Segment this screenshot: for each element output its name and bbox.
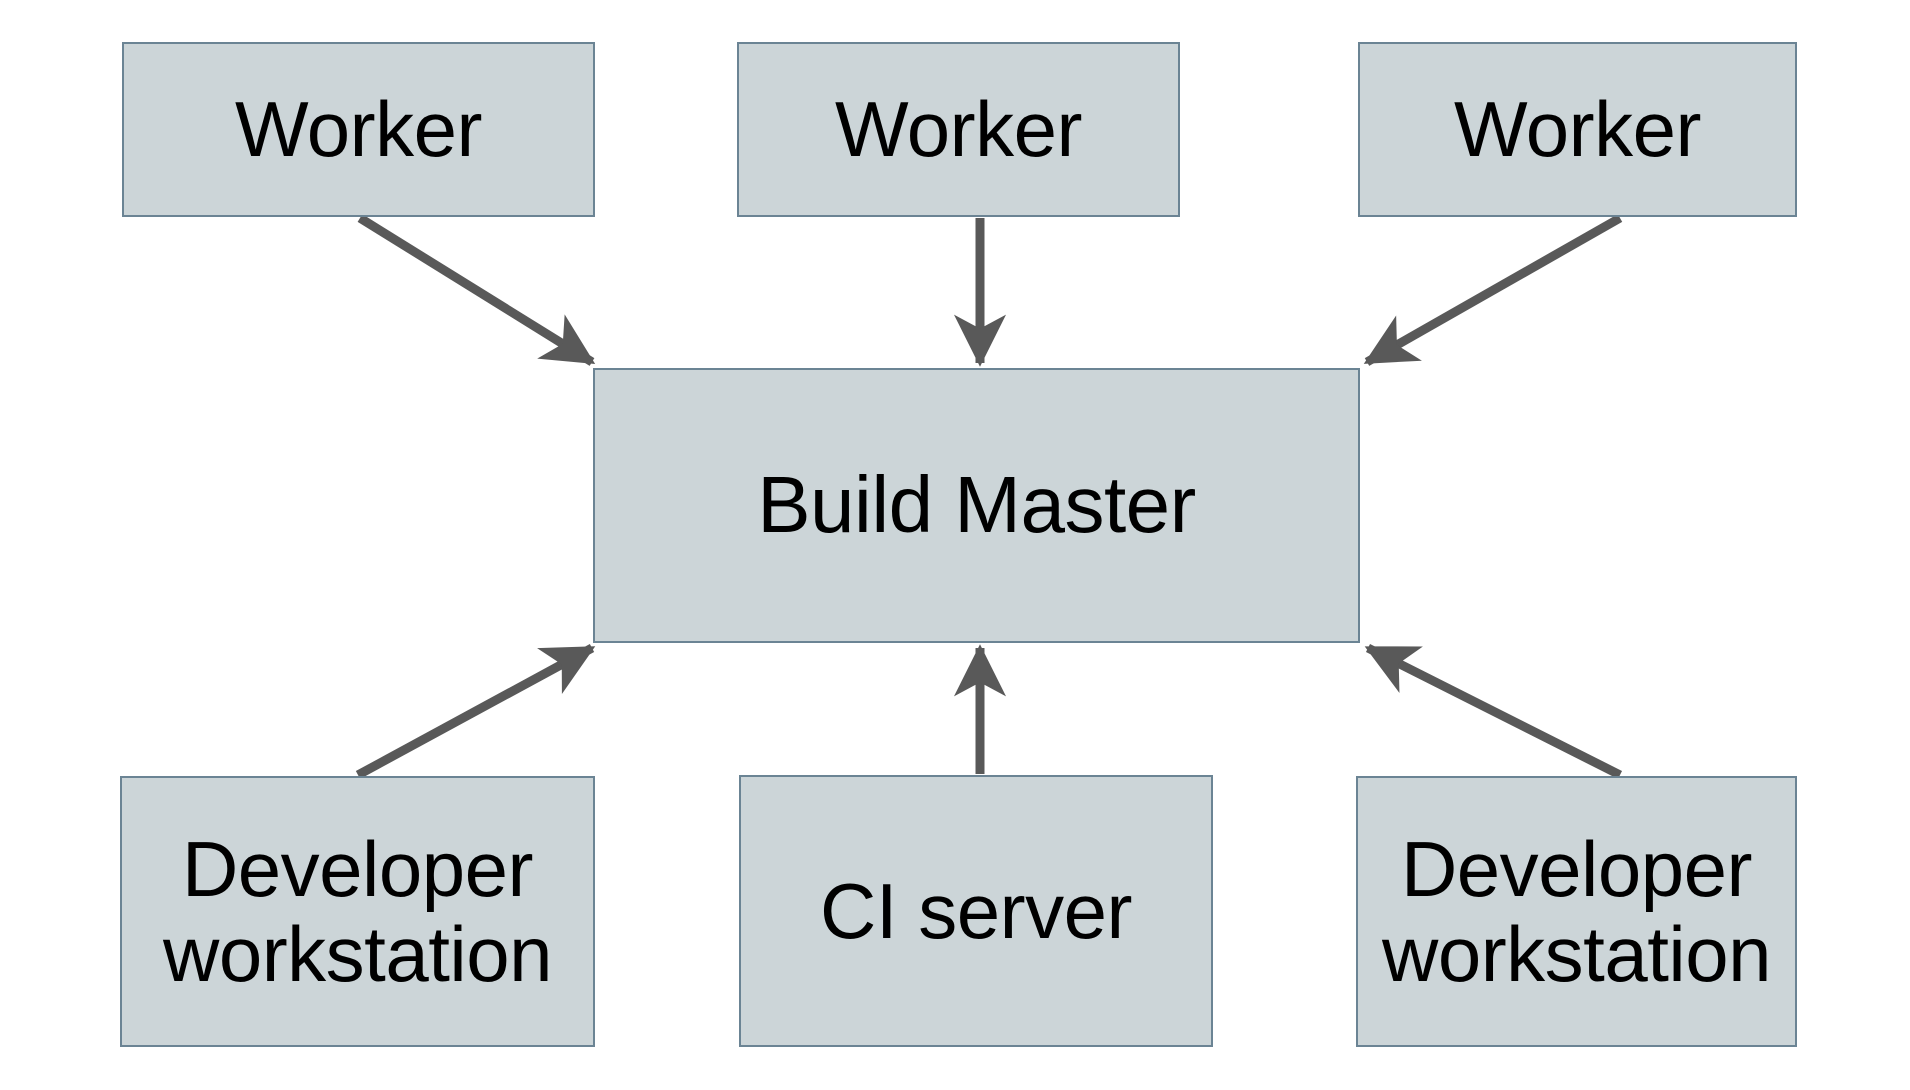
edge-dev-right-to-build-master [1364, 643, 1623, 780]
edge-worker-3-to-build-master [1363, 214, 1623, 366]
node-worker-3-label: Worker [1454, 85, 1701, 174]
node-developer-workstation-right[interactable]: Developer workstation [1356, 776, 1797, 1047]
node-worker-1[interactable]: Worker [122, 42, 595, 217]
edge-dev-left-to-build-master [355, 644, 596, 779]
node-build-master[interactable]: Build Master [593, 368, 1360, 643]
node-worker-1-label: Worker [235, 85, 482, 174]
node-developer-workstation-right-label: Developer workstation [1382, 825, 1772, 998]
node-worker-3[interactable]: Worker [1358, 42, 1797, 217]
node-worker-2[interactable]: Worker [737, 42, 1180, 217]
edge-worker-1-to-build-master [357, 214, 596, 366]
node-worker-2-label: Worker [835, 85, 1082, 174]
node-developer-workstation-left[interactable]: Developer workstation [120, 776, 595, 1047]
node-ci-server[interactable]: CI server [739, 775, 1213, 1047]
node-build-master-label: Build Master [757, 460, 1196, 550]
node-developer-workstation-left-label: Developer workstation [163, 825, 553, 998]
node-ci-server-label: CI server [820, 866, 1132, 955]
